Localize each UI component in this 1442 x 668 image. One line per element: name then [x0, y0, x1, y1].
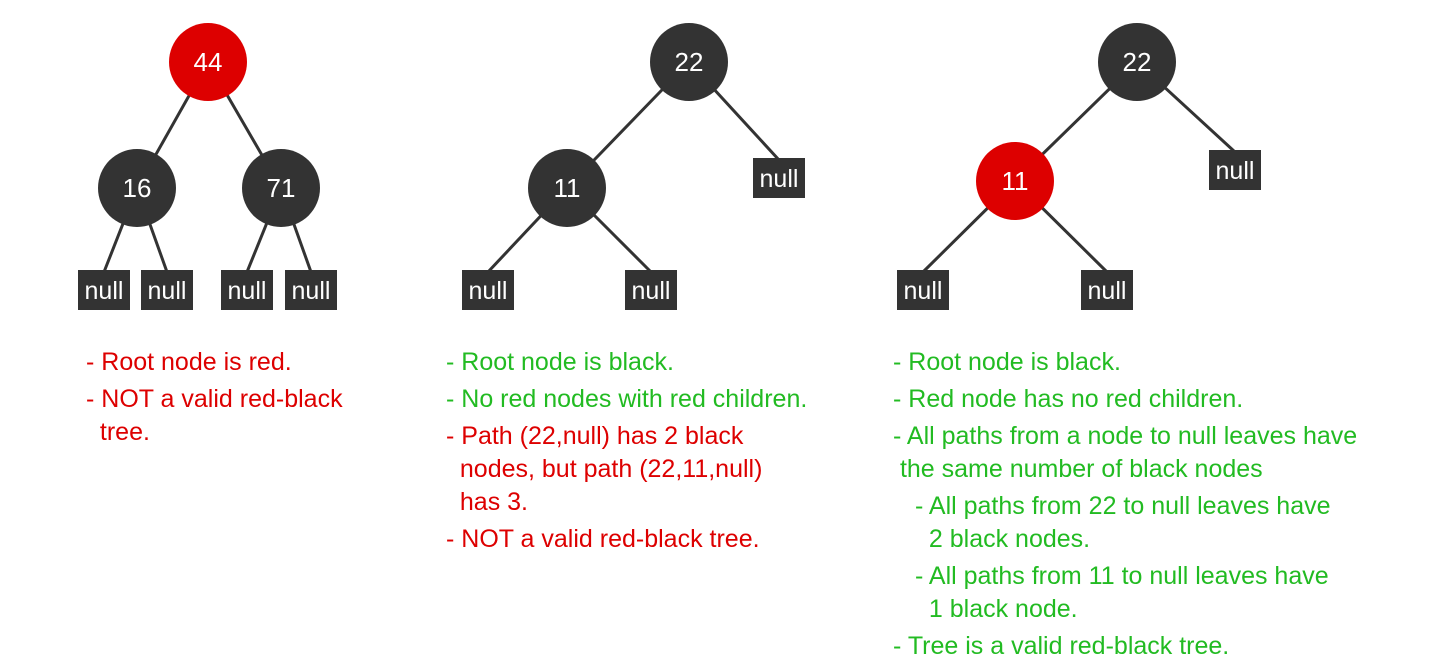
black-node-16 [98, 149, 176, 227]
null-leaf [897, 270, 949, 310]
null-leaf-label: null [292, 277, 331, 305]
note-ok: - All paths from 22 to null leaves have … [915, 492, 1331, 553]
null-leaf-label: null [85, 277, 124, 305]
note-ok: - Root node is black. [446, 348, 674, 376]
note-bad: - NOT a valid red-black tree. [86, 385, 343, 446]
null-leaf-label: null [760, 165, 799, 193]
null-leaf [625, 270, 677, 310]
tree-1: 44 16 71 null null null null [78, 23, 337, 310]
node-label-71: 71 [267, 173, 296, 203]
note-bad: - NOT a valid red-black tree. [446, 525, 760, 553]
black-node-71 [242, 149, 320, 227]
null-leaf-label: null [469, 277, 508, 305]
red-node-11 [976, 142, 1054, 220]
note-bad: - Path (22,null) has 2 black nodes, but … [446, 422, 763, 516]
null-leaf [1209, 150, 1261, 190]
node-label-22: 22 [1123, 47, 1152, 77]
null-leaf [753, 158, 805, 198]
note-ok: - Tree is a valid red-black tree. [893, 632, 1230, 660]
black-node-22 [650, 23, 728, 101]
note-ok: - No red nodes with red children. [446, 385, 808, 413]
note-ok: - Red node has no red children. [893, 385, 1244, 413]
null-leaf [221, 270, 273, 310]
red-node-44 [169, 23, 247, 101]
null-leaf-label: null [1216, 157, 1255, 185]
null-leaf [462, 270, 514, 310]
node-label-44: 44 [194, 47, 223, 77]
node-label-11: 11 [554, 173, 581, 203]
tree-2-notes: - Root node is black. - No red nodes with… [446, 346, 866, 560]
null-leaf-label: null [148, 277, 187, 305]
note-bad: - Root node is red. [86, 348, 292, 376]
tree-3: 22 11 null null null [897, 23, 1261, 310]
tree-3-notes: - Root node is black. - Red node has no r… [893, 346, 1433, 667]
null-leaf [78, 270, 130, 310]
null-leaf [141, 270, 193, 310]
black-node-22 [1098, 23, 1176, 101]
null-leaf [1081, 270, 1133, 310]
null-leaf-label: null [228, 277, 267, 305]
null-leaf-label: null [1088, 277, 1127, 305]
null-leaf [285, 270, 337, 310]
note-ok: - All paths from a node to null leaves h… [893, 422, 1358, 483]
note-ok: - All paths from 11 to null leaves have … [915, 562, 1329, 623]
node-label-16: 16 [123, 173, 152, 203]
node-label-11: 11 [1002, 166, 1029, 196]
null-leaf-label: null [904, 277, 943, 305]
tree-1-notes: - Root node is red. - NOT a valid red-bla… [86, 346, 406, 453]
null-leaf-label: null [632, 277, 671, 305]
node-label-22: 22 [675, 47, 704, 77]
black-node-11 [528, 149, 606, 227]
note-ok: - Root node is black. [893, 348, 1121, 376]
tree-2: 22 11 null null null [462, 23, 805, 310]
